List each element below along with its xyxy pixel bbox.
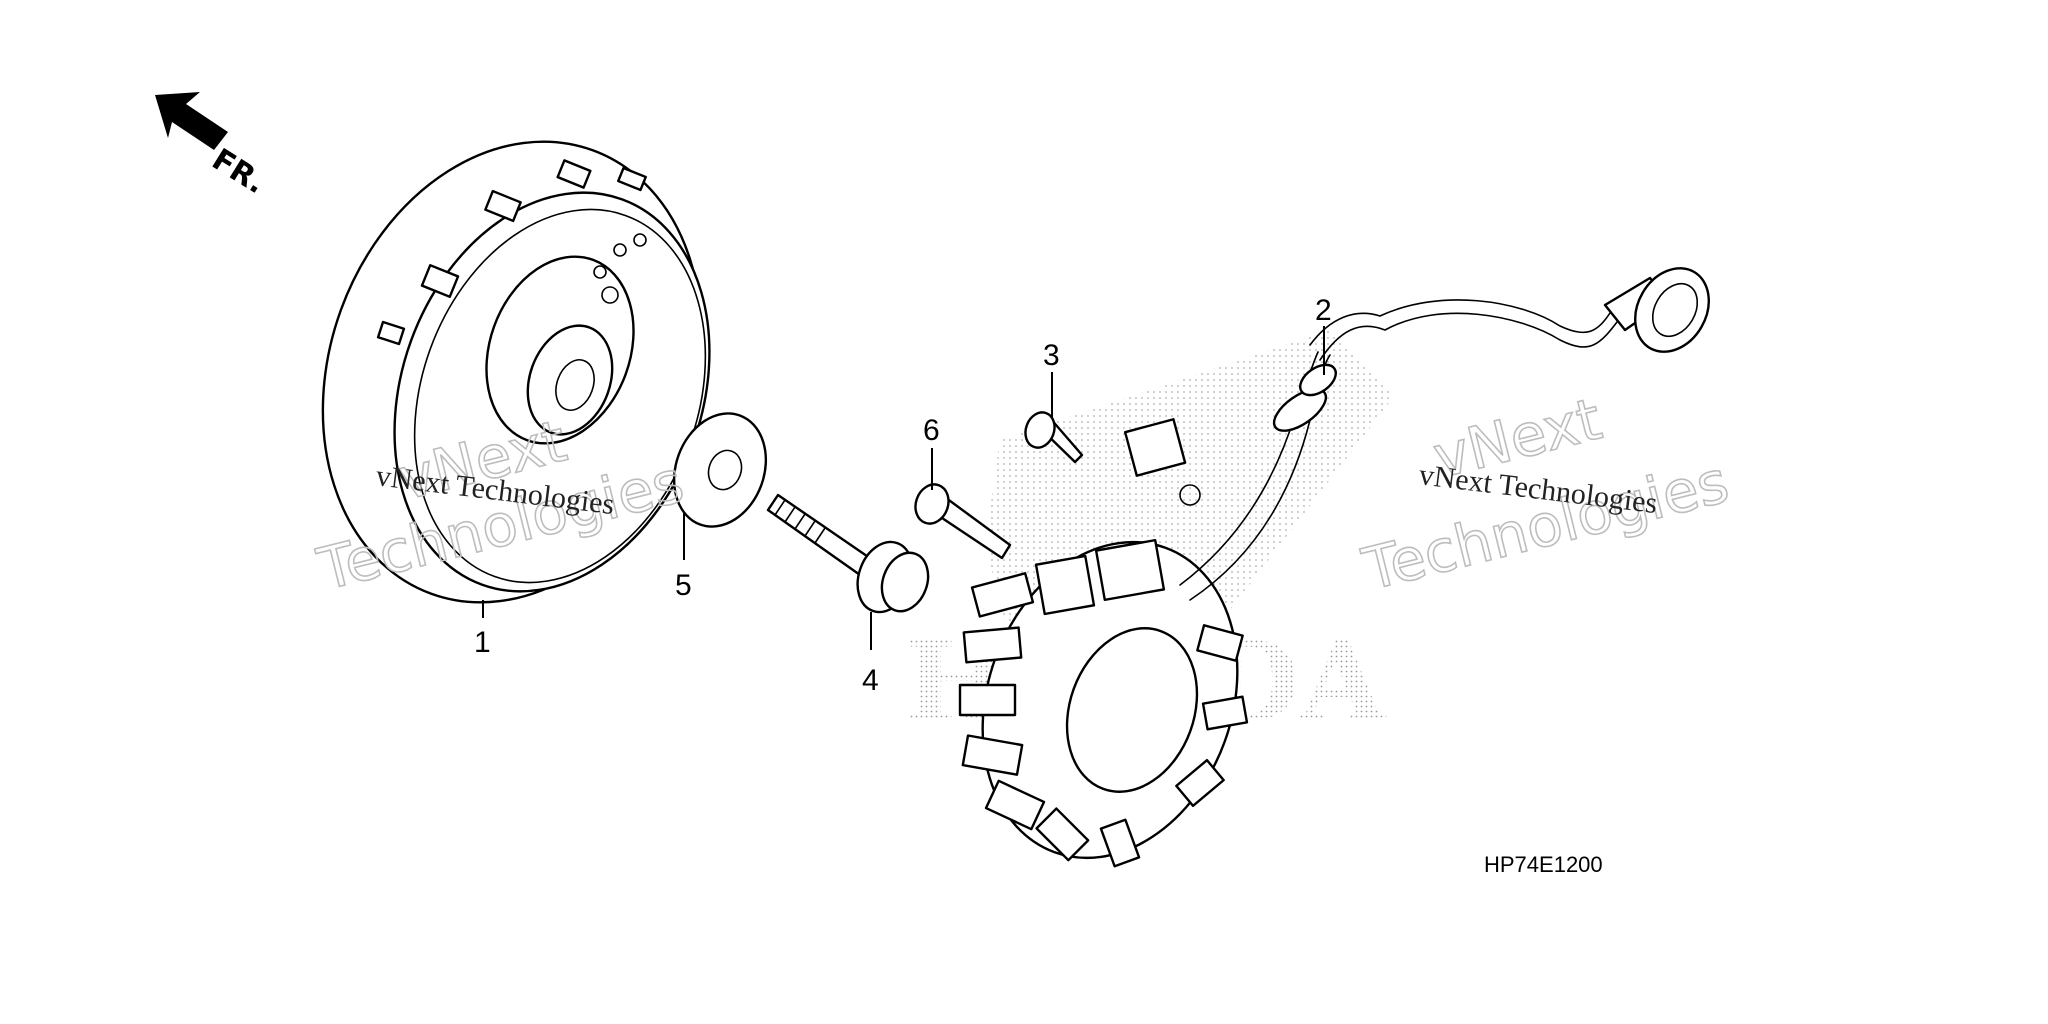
front-direction-arrow-icon xyxy=(155,92,228,150)
stator-part xyxy=(958,267,1710,868)
flywheel-bolt-part xyxy=(766,493,930,614)
callout-6: 6 xyxy=(923,414,940,447)
stator-bolt-part xyxy=(914,483,1012,560)
flywheel-part xyxy=(321,140,711,604)
callout-5: 5 xyxy=(675,569,692,602)
direction-label: FR. xyxy=(206,142,272,201)
diagram-code: HP74E1200 xyxy=(1484,852,1603,877)
watermark-big-technologies-right: Technologies xyxy=(1356,447,1735,603)
callout-4: 4 xyxy=(862,664,879,697)
washer-part xyxy=(672,412,768,528)
callout-3: 3 xyxy=(1043,339,1060,372)
pickup-bolt-part xyxy=(1024,411,1084,464)
callout-1: 1 xyxy=(474,626,491,659)
callout-2: 2 xyxy=(1315,294,1332,327)
